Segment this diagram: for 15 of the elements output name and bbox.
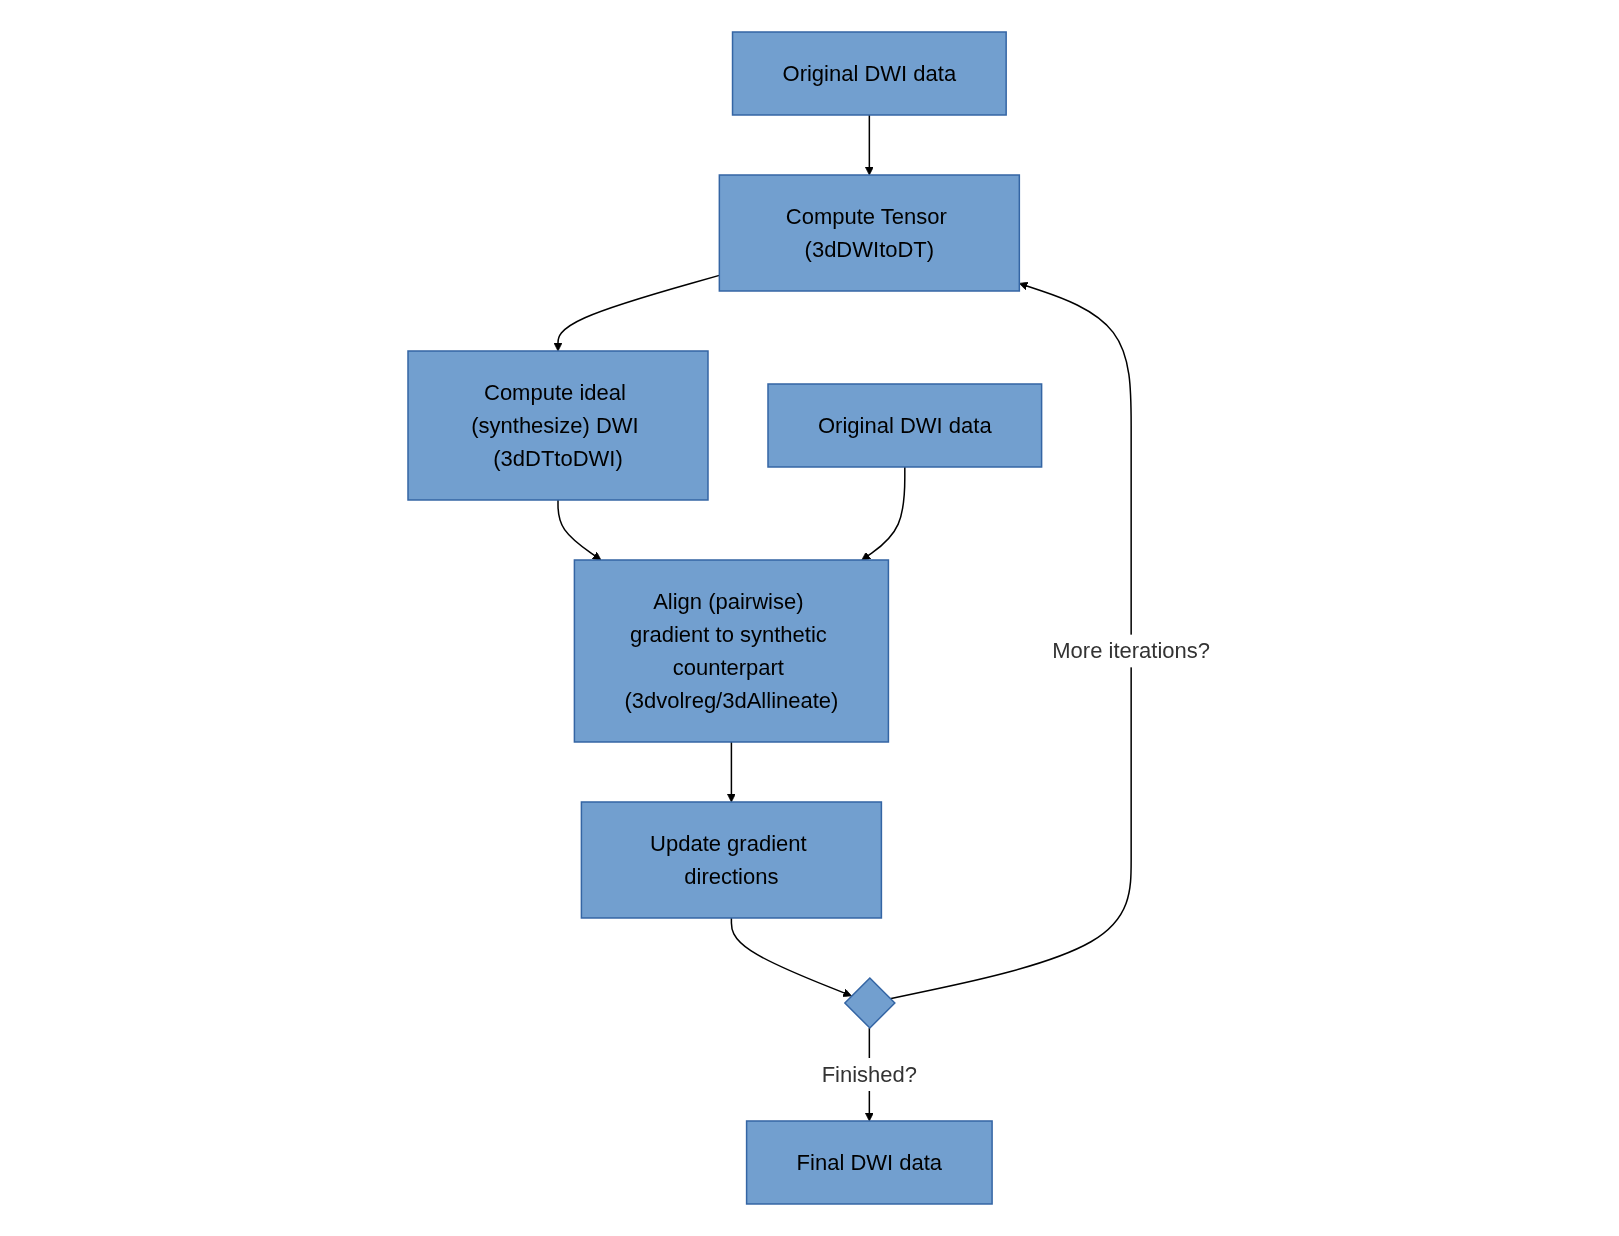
arrow: [557, 499, 602, 561]
node-box: Update gradient directions: [581, 801, 883, 919]
arrow: [861, 466, 907, 561]
arrow: [727, 741, 737, 803]
node-box: Compute Tensor (3dDWItoDT): [719, 174, 1021, 292]
arrow: [731, 917, 853, 997]
node-box: Original DWI data: [732, 31, 1008, 116]
edge-label: Finished?: [822, 1061, 918, 1087]
node-box: Align (pairwise) gradient to synthetic counterpart (3dvolreg/3dAllineate): [574, 559, 890, 743]
node-box: Compute ideal (synthesize) DWI (3dDTtoDWI): [407, 350, 710, 501]
node-diamond: [844, 976, 897, 1030]
edge-label: More iterations?: [1052, 638, 1211, 664]
node-box: Original DWI data: [767, 383, 1043, 468]
arrow: [865, 114, 875, 176]
node-box: Final DWI data: [746, 1120, 994, 1205]
